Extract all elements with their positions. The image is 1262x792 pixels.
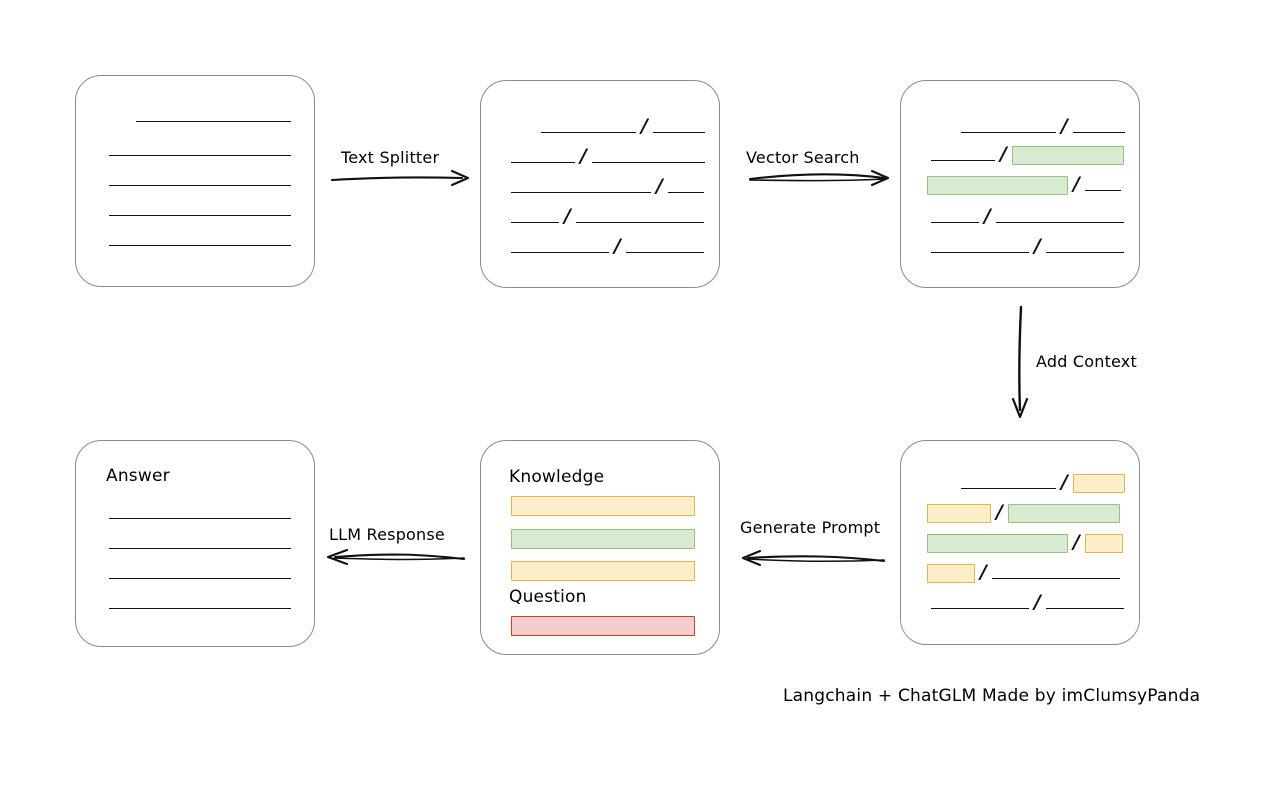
chunk-separator: / (614, 234, 621, 257)
generate-prompt-arrow (741, 549, 886, 567)
context-chunk-highlight (927, 563, 975, 583)
chunk-separator: / (564, 204, 571, 227)
answer-line (109, 578, 291, 579)
chunk-row: / (511, 234, 704, 257)
matched-chunk-highlight (1011, 145, 1124, 165)
chunk-segment (667, 192, 704, 193)
credit-text: Langchain + ChatGLM Made by imClumsyPand… (783, 686, 1201, 706)
chunk-row: / (927, 172, 1121, 195)
chunk-segment (625, 252, 704, 253)
chunk-segment (1084, 190, 1121, 191)
context-chunk-highlight (927, 503, 991, 523)
chunk-separator: / (1000, 142, 1007, 165)
document-line (109, 215, 291, 216)
chunk-row: / (931, 142, 1124, 165)
chunk-separator: / (980, 560, 987, 583)
chunk-segment (961, 132, 1056, 133)
chunk-row: / (931, 204, 1124, 227)
generated-prompt-box[interactable]: Knowledge Question (480, 440, 720, 655)
chunk-row: / (927, 530, 1123, 553)
llm-response-arrow (326, 548, 466, 566)
chunk-separator: / (1073, 530, 1080, 553)
question-label: Question (509, 587, 587, 607)
document-line (109, 245, 291, 246)
context-prompt-box[interactable]: / / / / / (900, 440, 1140, 645)
context-chunk-highlight (1084, 533, 1123, 553)
chunk-segment (1072, 132, 1125, 133)
knowledge-label: Knowledge (509, 467, 605, 487)
vector-search-results-box[interactable]: / / / / / (900, 80, 1140, 288)
document-line (136, 121, 291, 122)
question-item (511, 616, 695, 636)
chunk-segment (511, 162, 575, 163)
matched-chunk-highlight (927, 533, 1068, 553)
edge-label-add-context: Add Context (1036, 352, 1137, 371)
knowledge-item-green (511, 529, 695, 549)
chunk-segment (961, 488, 1056, 489)
chunk-row: / (511, 204, 704, 227)
chunk-row: / (511, 174, 704, 197)
source-document-box[interactable] (75, 75, 315, 287)
chunk-separator: / (641, 114, 648, 137)
vector-search-arrow (748, 169, 890, 187)
answer-box[interactable]: Answer (75, 440, 315, 647)
chunk-row: / (961, 470, 1125, 493)
chunk-separator: / (1061, 114, 1068, 137)
chunk-segment (511, 252, 609, 253)
chunk-row: / (927, 560, 1120, 583)
chunk-separator: / (984, 204, 991, 227)
matched-chunk-highlight (927, 175, 1068, 195)
answer-line (109, 518, 291, 519)
chunk-segment (652, 132, 705, 133)
matched-chunk-highlight (1007, 503, 1120, 523)
chunk-segment (511, 222, 559, 223)
chunk-row: / (931, 234, 1124, 257)
chunk-row: / (511, 144, 705, 167)
chunk-segment (991, 578, 1120, 579)
chunk-segment (575, 222, 704, 223)
chunk-segment (931, 608, 1029, 609)
chunk-row: / (541, 114, 705, 137)
chunk-segment (931, 160, 995, 161)
chunk-row: / (961, 114, 1125, 137)
document-line (109, 155, 291, 156)
knowledge-item-yellow (511, 496, 695, 516)
chunk-separator: / (580, 144, 587, 167)
chunk-segment (931, 252, 1029, 253)
text-splitter-arrow (330, 169, 470, 187)
chunk-segment (1045, 252, 1124, 253)
chunk-segment (1045, 608, 1124, 609)
edge-label-vector-search: Vector Search (746, 148, 860, 167)
chunk-segment (995, 222, 1124, 223)
chunk-segment (591, 162, 705, 163)
chunk-separator: / (656, 174, 663, 197)
knowledge-item-yellow (511, 561, 695, 581)
chunk-segment (541, 132, 636, 133)
answer-label: Answer (106, 466, 170, 486)
document-line (109, 185, 291, 186)
chunk-separator: / (1073, 172, 1080, 195)
answer-line (109, 608, 291, 609)
chunk-separator: / (1034, 234, 1041, 257)
chunk-segment (511, 192, 651, 193)
add-context-arrow (1011, 305, 1029, 419)
chunk-separator: / (1061, 470, 1068, 493)
answer-line (109, 548, 291, 549)
edge-label-text-splitter: Text Splitter (341, 148, 440, 167)
context-chunk-highlight (1072, 473, 1125, 493)
chunk-row: / (931, 590, 1124, 613)
chunk-separator: / (1034, 590, 1041, 613)
chunk-row: / (927, 500, 1120, 523)
edge-label-llm-response: LLM Response (329, 525, 445, 544)
split-chunks-box[interactable]: / / / / / (480, 80, 720, 288)
edge-label-generate-prompt: Generate Prompt (740, 518, 881, 537)
chunk-segment (931, 222, 979, 223)
chunk-separator: / (996, 500, 1003, 523)
